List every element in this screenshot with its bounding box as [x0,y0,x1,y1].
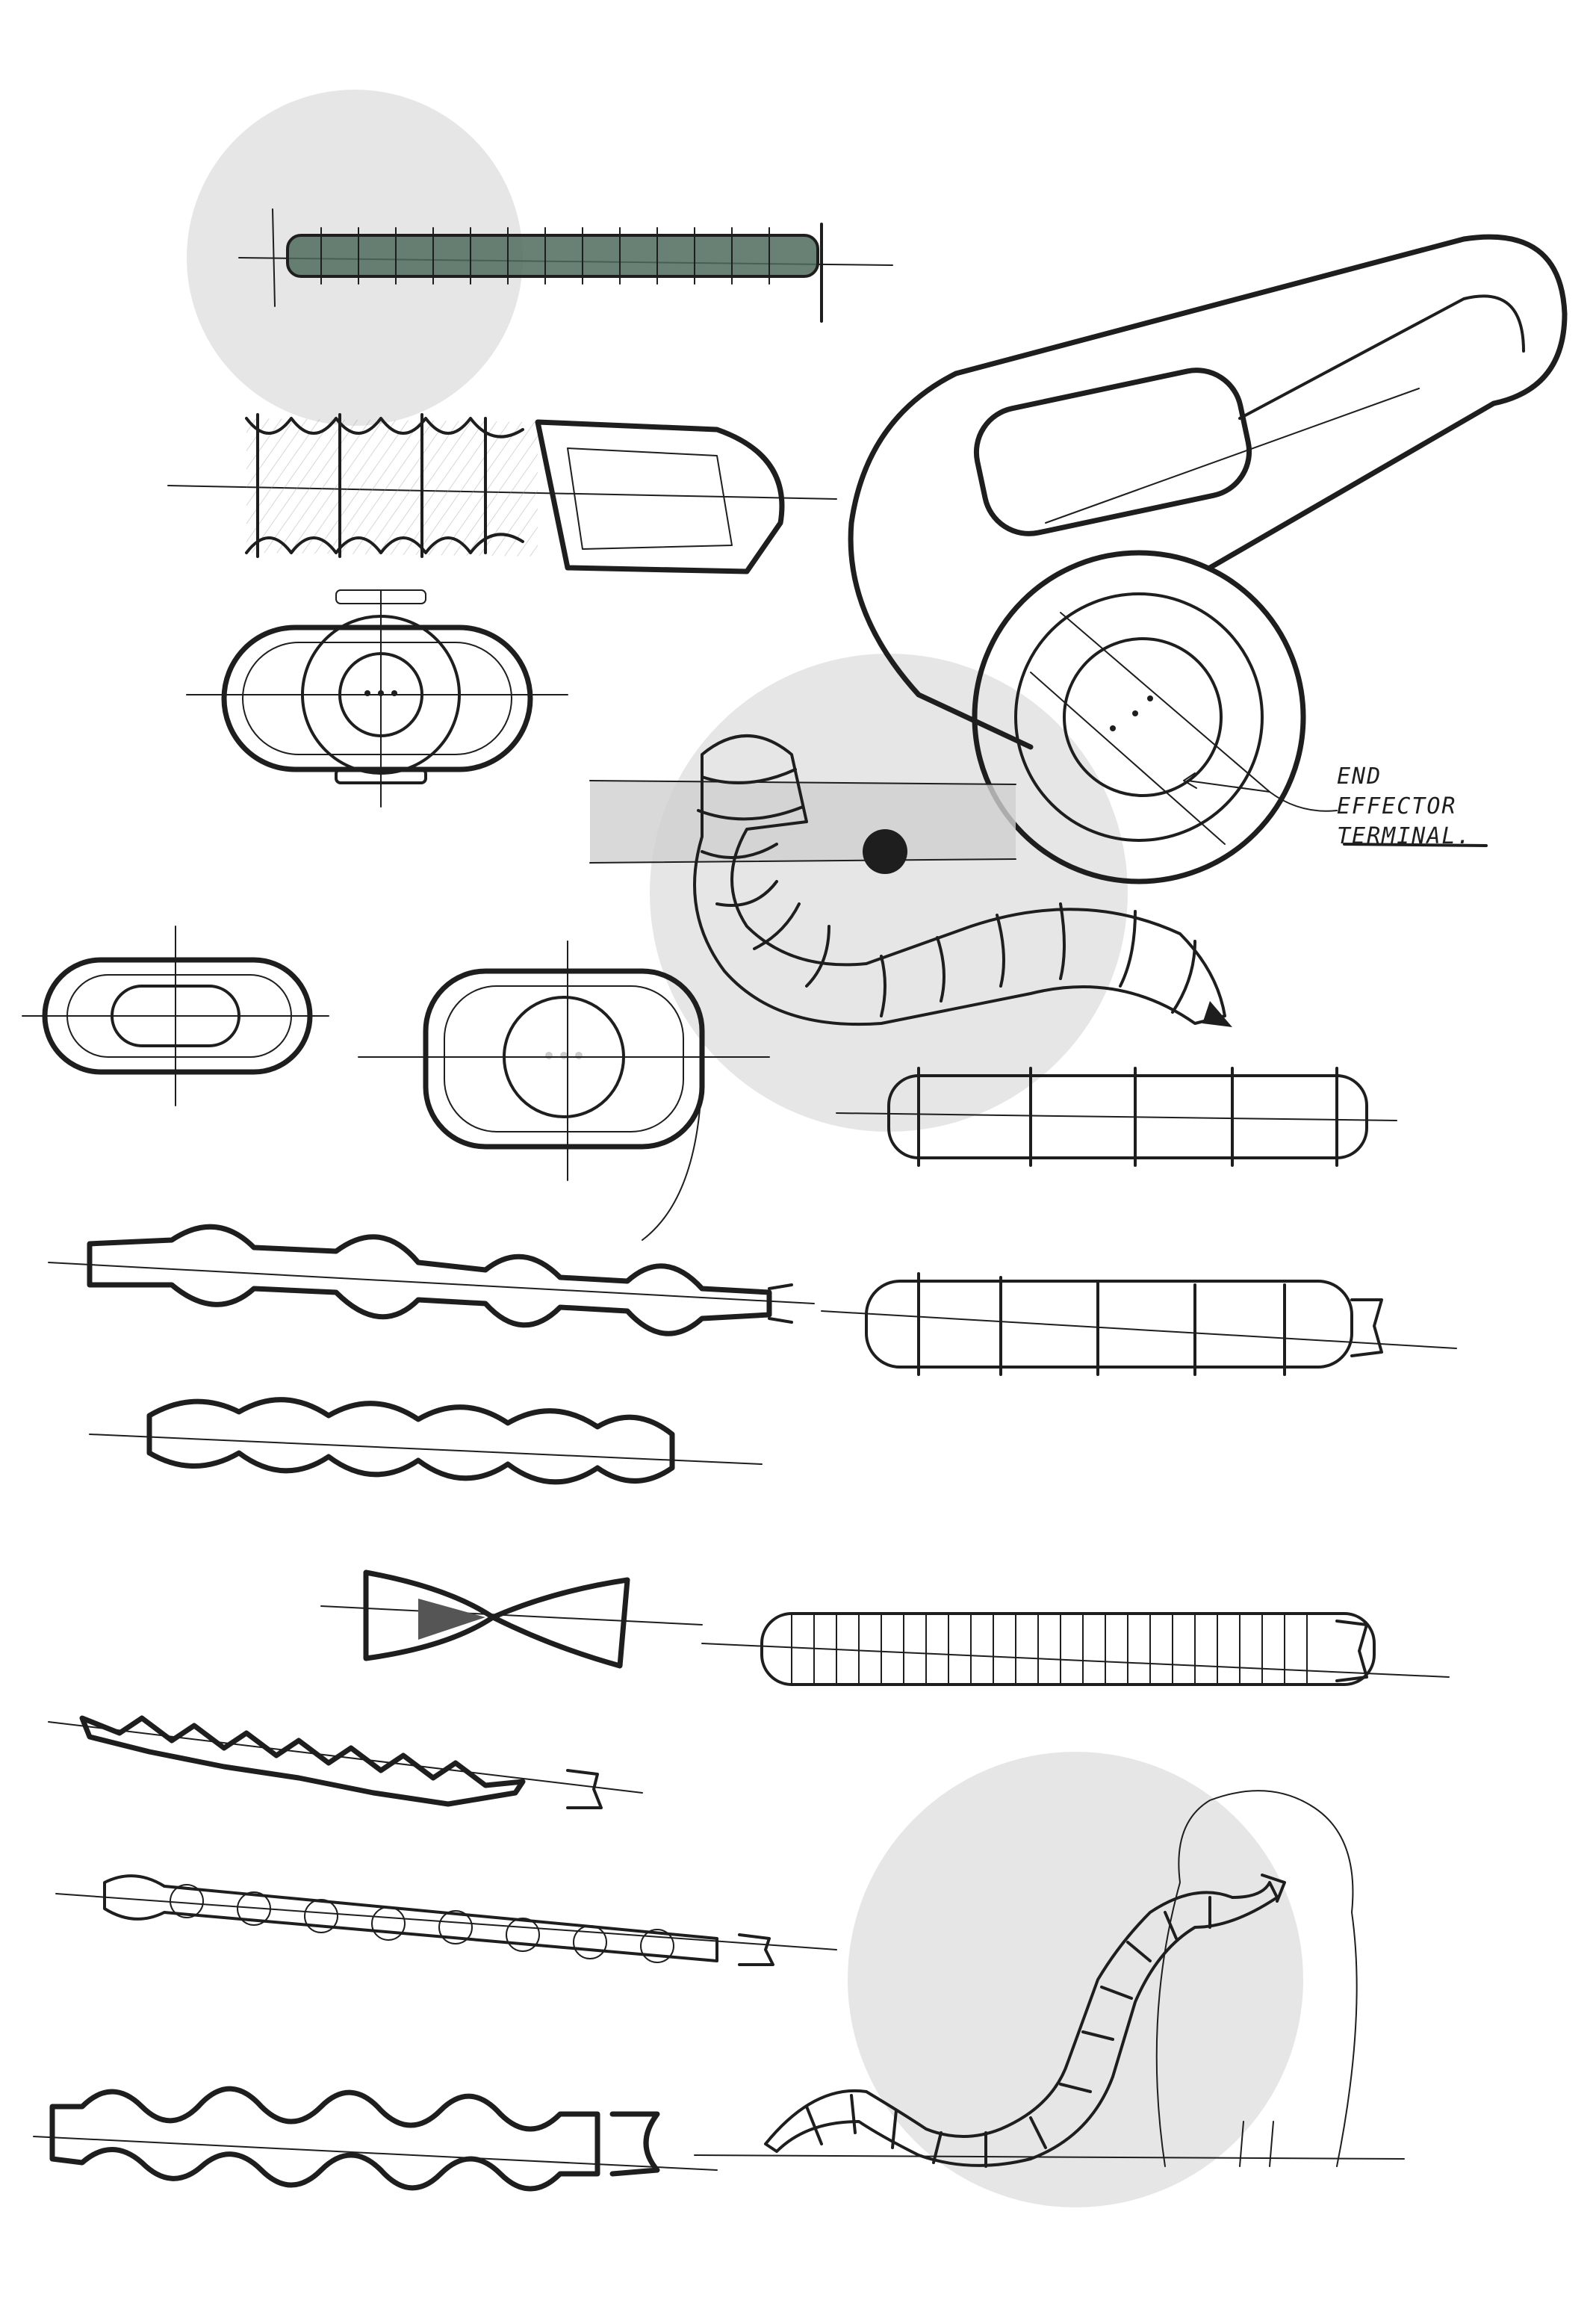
green-bent-arm-sketch [589,734,1232,1027]
thin-bead-chain-sketch [55,1874,837,1966]
green-climbing-arm-sketch [694,1790,1405,2168]
fine-ribbed-cylinder-sketch [701,1612,1450,1686]
segmented-cylinder-sketch-2 [821,1272,1457,1376]
bulb-chain-sketch [89,1397,763,1485]
sawtooth-rod-sketch [48,1715,643,1809]
oval-socket-front-view-1 [186,589,568,808]
annotation-arrow [1183,772,1488,847]
annotation-line-1: END EFFECTOR [1337,763,1457,819]
segmented-cylinder-sketch-1 [836,1067,1397,1167]
end-effector-annotation: END EFFECTOR TERMINAL. [1337,762,1516,852]
oval-socket-front-view-2 [358,940,770,1241]
green-arm-ball-socket [863,829,907,874]
wavy-rod-sketch [33,2086,718,2192]
hourglass-element-sketch [320,1569,703,1669]
annotation-line-2: TERMINAL. [1337,823,1472,849]
ribbed-arm-with-head-sketch [167,413,837,574]
threaded-rod-sketch-green [238,208,893,323]
perspective-module-sketch [848,234,1568,884]
oval-socket-side-view [22,926,329,1106]
bead-chain-rod-sketch [48,1224,815,1336]
highlight-circle-middle [650,654,1128,1132]
highlight-circle-bottom [848,1752,1303,2207]
